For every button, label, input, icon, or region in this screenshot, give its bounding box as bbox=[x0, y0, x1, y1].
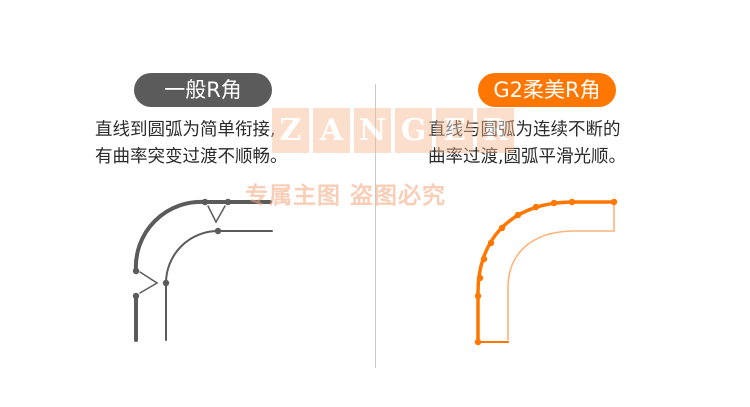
g2-r-corner-description: 直线与圆弧为连续不断的 曲率过渡,圆弧平滑光顺。 bbox=[428, 117, 626, 171]
standard-top-marker bbox=[207, 205, 226, 224]
g2-description-line-1: 直线与圆弧为连续不断的 bbox=[428, 120, 621, 140]
g2-description-line-2: 曲率过渡,圆弧平滑光顺。 bbox=[428, 147, 627, 167]
standard-point bbox=[132, 292, 140, 300]
g2-point bbox=[610, 198, 618, 206]
watermark-letter: A bbox=[313, 108, 350, 153]
standard-inner-profile bbox=[165, 230, 273, 284]
g2-point bbox=[550, 199, 558, 207]
standard-point bbox=[214, 227, 222, 235]
g2-point bbox=[514, 211, 522, 219]
standard-outer-profile bbox=[133, 199, 230, 273]
standard-point bbox=[162, 279, 170, 287]
standard-r-corner-badge: 一般R角 bbox=[134, 73, 272, 107]
g2-outer-profile bbox=[476, 200, 616, 344]
watermark-letter: G bbox=[395, 108, 432, 153]
g2-point bbox=[532, 203, 540, 211]
g2-corner-diagram bbox=[474, 198, 618, 346]
standard-side-marker bbox=[139, 271, 159, 294]
g2-point bbox=[568, 198, 576, 206]
watermark-logo: Z A N G E R bbox=[272, 108, 514, 153]
standard-corner-diagram bbox=[132, 198, 273, 342]
standard-description-line-1: 直线到圆弧为简单衔接, bbox=[95, 120, 276, 140]
standard-description-line-2: 有曲率突变过渡不顺畅。 bbox=[95, 147, 288, 167]
watermark-text: 专属主图 盗图必究 bbox=[245, 182, 447, 209]
watermark-letter: N bbox=[354, 108, 391, 153]
g2-point bbox=[487, 239, 495, 247]
standard-point bbox=[132, 267, 140, 275]
center-divider bbox=[375, 84, 376, 368]
g2-point bbox=[476, 274, 484, 282]
standard-point bbox=[201, 198, 209, 206]
standard-point bbox=[224, 198, 232, 206]
standard-r-corner-description: 直线到圆弧为简单衔接, 有曲率突变过渡不顺畅。 bbox=[95, 117, 288, 171]
g2-point bbox=[474, 338, 482, 346]
g2-point bbox=[498, 224, 506, 232]
g2-point bbox=[474, 292, 482, 300]
g2-r-corner-badge: G2柔美R角 bbox=[478, 73, 616, 107]
watermark-letter: Z bbox=[272, 108, 309, 153]
g2-point bbox=[480, 255, 488, 263]
watermark-letter: R bbox=[477, 108, 514, 153]
g2-inner-profile bbox=[507, 230, 615, 341]
watermark-letter: E bbox=[436, 108, 473, 153]
